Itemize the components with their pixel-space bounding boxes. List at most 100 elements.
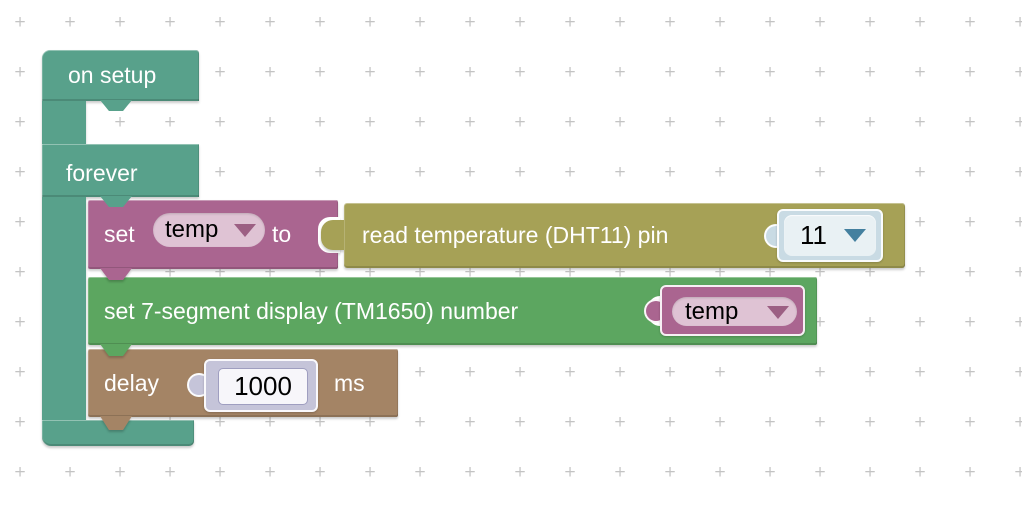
grid-dot: + <box>863 362 877 381</box>
grid-dot: + <box>813 462 827 481</box>
grid-dot: + <box>13 412 27 431</box>
variable-dropdown-value: temp <box>685 297 739 325</box>
grid-dot: + <box>563 412 577 431</box>
grid-dot: + <box>513 62 527 81</box>
grid-dot: + <box>963 312 977 331</box>
variable-dropdown[interactable]: temp <box>672 297 797 326</box>
grid-dot: + <box>513 112 527 131</box>
grid-dot: + <box>963 62 977 81</box>
grid-dot: + <box>313 462 327 481</box>
grid-dot: + <box>13 112 27 131</box>
grid-dot: + <box>613 462 627 481</box>
grid-dot: + <box>263 112 277 131</box>
grid-dot: + <box>213 62 227 81</box>
grid-dot: + <box>863 162 877 181</box>
grid-dot: + <box>963 12 977 31</box>
delay-number-input[interactable]: 1000 <box>218 368 308 405</box>
grid-dot: + <box>1013 162 1022 181</box>
grid-dot: + <box>213 112 227 131</box>
dropdown-arrow-icon <box>767 306 789 319</box>
grid-dot: + <box>813 62 827 81</box>
grid-dot: + <box>463 12 477 31</box>
grid-dot: + <box>613 12 627 31</box>
grid-dot: + <box>813 162 827 181</box>
block-forever[interactable] <box>42 144 199 197</box>
grid-dot: + <box>563 462 577 481</box>
grid-dot: + <box>1013 12 1022 31</box>
grid-dot: + <box>863 12 877 31</box>
grid-dot: + <box>213 462 227 481</box>
grid-dot: + <box>563 112 577 131</box>
grid-dot: + <box>263 12 277 31</box>
pin-block[interactable]: 11 <box>777 209 883 262</box>
grid-dot: + <box>913 362 927 381</box>
grid-dot: + <box>663 162 677 181</box>
on-setup-left-spine[interactable] <box>42 101 86 144</box>
grid-dot: + <box>763 162 777 181</box>
grid-dot: + <box>363 412 377 431</box>
grid-dot: + <box>13 162 27 181</box>
grid-dot: + <box>63 462 77 481</box>
grid-dot: + <box>813 362 827 381</box>
delay-label: delay <box>104 369 159 396</box>
grid-dot: + <box>663 12 677 31</box>
grid-dot: + <box>763 362 777 381</box>
grid-dot: + <box>113 12 127 31</box>
set-variable-dropdown-value: temp <box>165 216 219 243</box>
read-temperature-left-plug-tab <box>321 220 347 250</box>
grid-dot: + <box>513 412 527 431</box>
grid-dot: + <box>713 62 727 81</box>
grid-dot: + <box>963 212 977 231</box>
grid-dot: + <box>663 412 677 431</box>
grid-dot: + <box>613 62 627 81</box>
grid-dot: + <box>13 62 27 81</box>
grid-dot: + <box>963 362 977 381</box>
grid-dot: + <box>313 62 327 81</box>
grid-dot: + <box>663 462 677 481</box>
grid-dot: + <box>213 412 227 431</box>
grid-dot: + <box>863 112 877 131</box>
grid-dot: + <box>813 412 827 431</box>
variable-block-temp[interactable]: temp <box>660 285 805 336</box>
grid-dot: + <box>413 462 427 481</box>
grid-dot: + <box>713 362 727 381</box>
grid-dot: + <box>863 462 877 481</box>
grid-dot: + <box>13 262 27 281</box>
on-setup-label: on setup <box>68 62 157 88</box>
grid-dot: + <box>263 162 277 181</box>
forever-left-spine[interactable] <box>42 197 86 421</box>
set-variable-dropdown[interactable]: temp <box>153 213 265 247</box>
grid-dot: + <box>413 12 427 31</box>
grid-dot: + <box>163 112 177 131</box>
block-on-setup[interactable] <box>42 50 199 101</box>
grid-dot: + <box>463 362 477 381</box>
grid-dot: + <box>613 162 627 181</box>
grid-dot: + <box>763 112 777 131</box>
grid-dot: + <box>163 12 177 31</box>
set-display-bottom-connector-tab <box>100 344 132 356</box>
grid-dot: + <box>213 12 227 31</box>
grid-dot: + <box>1013 312 1022 331</box>
grid-dot: + <box>763 12 777 31</box>
grid-dot: + <box>713 412 727 431</box>
grid-dot: + <box>463 462 477 481</box>
grid-dot: + <box>763 412 777 431</box>
grid-dot: + <box>413 162 427 181</box>
grid-dot: + <box>613 362 627 381</box>
grid-dot: + <box>913 12 927 31</box>
grid-dot: + <box>363 62 377 81</box>
grid-dot: + <box>1013 362 1022 381</box>
pin-dropdown[interactable]: 11 <box>784 215 876 256</box>
set-variable-bottom-connector-tab <box>100 268 132 280</box>
grid-dot: + <box>363 112 377 131</box>
grid-dot: + <box>813 112 827 131</box>
delay-ms-label: ms <box>334 369 365 396</box>
grid-dot: + <box>563 162 577 181</box>
grid-dot: + <box>713 462 727 481</box>
grid-dot: + <box>463 412 477 431</box>
grid-dot: + <box>963 462 977 481</box>
forever-label: forever <box>66 160 138 186</box>
grid-dot: + <box>863 62 877 81</box>
grid-dot: + <box>913 112 927 131</box>
